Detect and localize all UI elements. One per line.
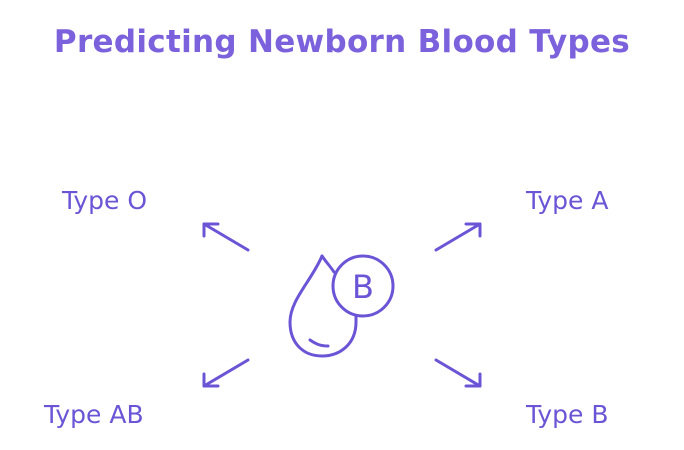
badge-letter: B	[352, 268, 374, 306]
arrow-to-type-b	[434, 358, 482, 388]
arrow-to-type-ab	[202, 358, 250, 388]
label-type-a: Type A	[526, 186, 609, 215]
arrow-to-type-a	[434, 222, 482, 252]
arrow-to-type-o	[202, 222, 250, 252]
label-type-b: Type B	[526, 400, 609, 429]
blood-type-badge	[331, 254, 395, 318]
page-title: Predicting Newborn Blood Types	[53, 24, 631, 60]
label-type-ab: Type AB	[44, 400, 144, 429]
label-type-o: Type O	[62, 186, 148, 215]
blood-drop-icon	[288, 254, 358, 358]
